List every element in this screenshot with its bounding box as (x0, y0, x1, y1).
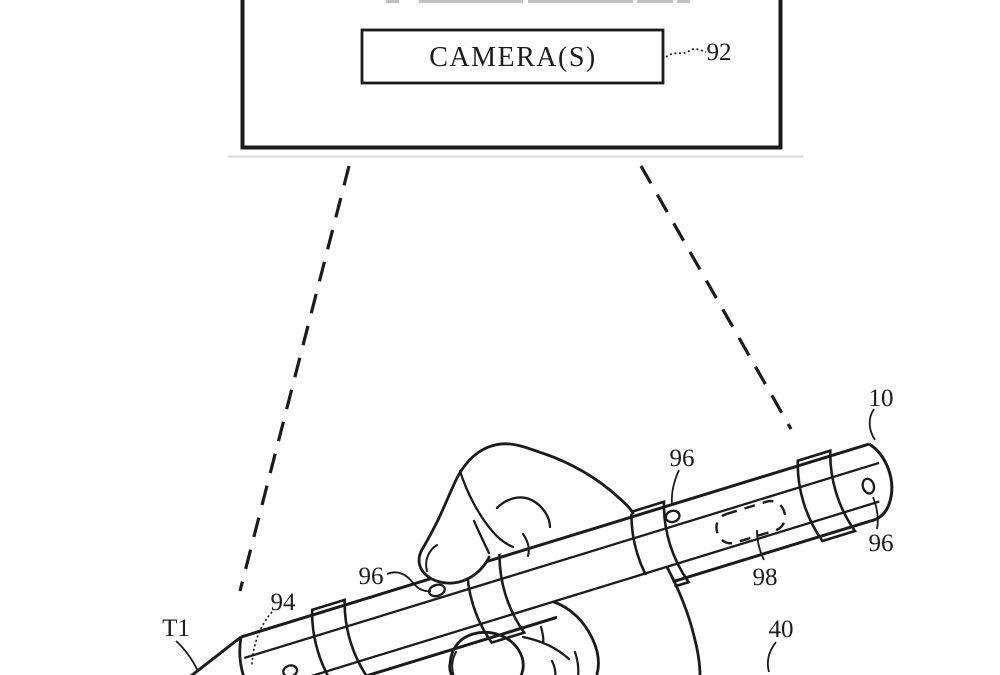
hand (417, 442, 702, 675)
projection-line-left (238, 165, 351, 592)
stylus-band-4 (796, 448, 858, 543)
hand-knuckle-arc (495, 496, 552, 529)
thumb-tip (448, 631, 525, 675)
stylus-end-cap (868, 442, 894, 523)
cropped-text-remnant (386, 0, 690, 3)
stylus-band-2 (465, 550, 527, 645)
ref-40-label: 40 (769, 616, 794, 643)
leader-96-left (386, 571, 432, 593)
finger-behind-thumb (521, 635, 571, 661)
middle-finger-arc (552, 600, 600, 675)
stylus-upper-facet-line (243, 461, 880, 660)
lower-finger-crease-1 (550, 659, 557, 675)
projection-line-right (639, 165, 793, 430)
stylus-band-3 (630, 500, 691, 594)
sensor-dot-middle (664, 509, 681, 524)
leader-10 (868, 408, 876, 441)
ref-T1-label: T1 (162, 615, 190, 642)
ref-96-middle-label: 96 (670, 445, 695, 472)
camera-box-label: CAMERA(S) (429, 42, 597, 73)
leader-98 (756, 529, 765, 561)
leader-T1 (175, 640, 199, 672)
hand-upper-outline (417, 442, 635, 585)
leader-96-right (872, 496, 879, 530)
ref-96-left-label: 96 (359, 563, 384, 590)
sensor-dot-left (427, 583, 446, 598)
stylus-touch-region (715, 499, 787, 545)
hand-upper-fill (419, 443, 633, 584)
ref-10-label: 10 (869, 385, 894, 412)
ref-92-label: 92 (707, 39, 732, 66)
outer-device-box (240, 0, 783, 150)
lower-fingers-fill (557, 568, 701, 675)
hand-crease-small (521, 532, 530, 558)
camera-box (360, 28, 665, 85)
hand-crease-long (458, 469, 515, 549)
reference-annotations: T1 94 96 96 96 10 98 40 (162, 385, 894, 673)
index-fingertip-nail (425, 544, 438, 572)
index-finger-crease (472, 519, 491, 555)
leader-92 (665, 48, 707, 58)
thumb-nail (451, 651, 457, 675)
leader-94 (251, 611, 273, 668)
leader-96-middle (670, 469, 680, 506)
scan-artifact-line (228, 155, 803, 158)
ref-96-right-label: 96 (869, 530, 894, 557)
stylus-band-1 (310, 598, 372, 675)
stylus (165, 442, 894, 675)
leader-40 (766, 641, 777, 673)
ref-94-label: 94 (271, 589, 297, 616)
ref-98-label: 98 (753, 564, 778, 591)
sensor-dot-lower (282, 664, 299, 675)
sensor-dot-end (861, 477, 876, 495)
palm-outline (665, 565, 702, 675)
lower-finger-crease-3 (539, 625, 545, 645)
